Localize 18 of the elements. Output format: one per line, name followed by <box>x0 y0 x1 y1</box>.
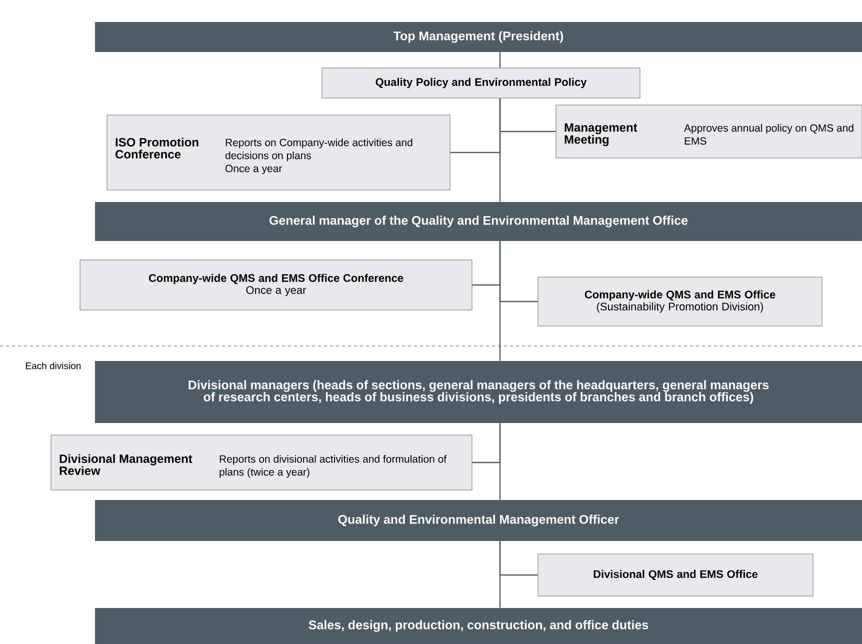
meeting-box: ISO Promotion Conference Reports on Company-wide activities and decisions on plans Once a year <box>106 114 450 190</box>
office-box: Divisional QMS and EMS Office <box>538 554 814 596</box>
office-box: Quality Policy and Environmental Policy <box>322 68 640 98</box>
management-band: Top Management (President) <box>95 22 862 52</box>
management-band: Sales, design, production, construction, and office duties <box>95 608 862 644</box>
side-label: Each division <box>26 362 81 370</box>
office-box: Company-wide QMS and EMS Office (Sustainability Promotion Division) <box>538 276 822 326</box>
connector-line <box>472 423 501 464</box>
meeting-box: Divisional Management Review Reports on divisional activities and formulation of plans (twice a year) <box>50 434 472 490</box>
management-band: General manager of the Quality and Environmental Management Office <box>95 202 862 241</box>
connector-line <box>499 241 538 302</box>
management-band: Quality and Environmental Management Officer <box>95 500 862 541</box>
connector-line <box>499 541 538 576</box>
management-band: Divisional managers (heads of sections, general managers of the headquarters, general managers of research centers, heads of business divisions, presidents of branches and branch offices) <box>95 361 862 423</box>
office-box: Company-wide QMS and EMS Office Conference Once a year <box>80 260 472 310</box>
connector-line <box>499 52 501 68</box>
meeting-box: Management Meeting Approves annual policy on QMS and EMS <box>556 104 862 158</box>
connector-line <box>499 98 556 132</box>
